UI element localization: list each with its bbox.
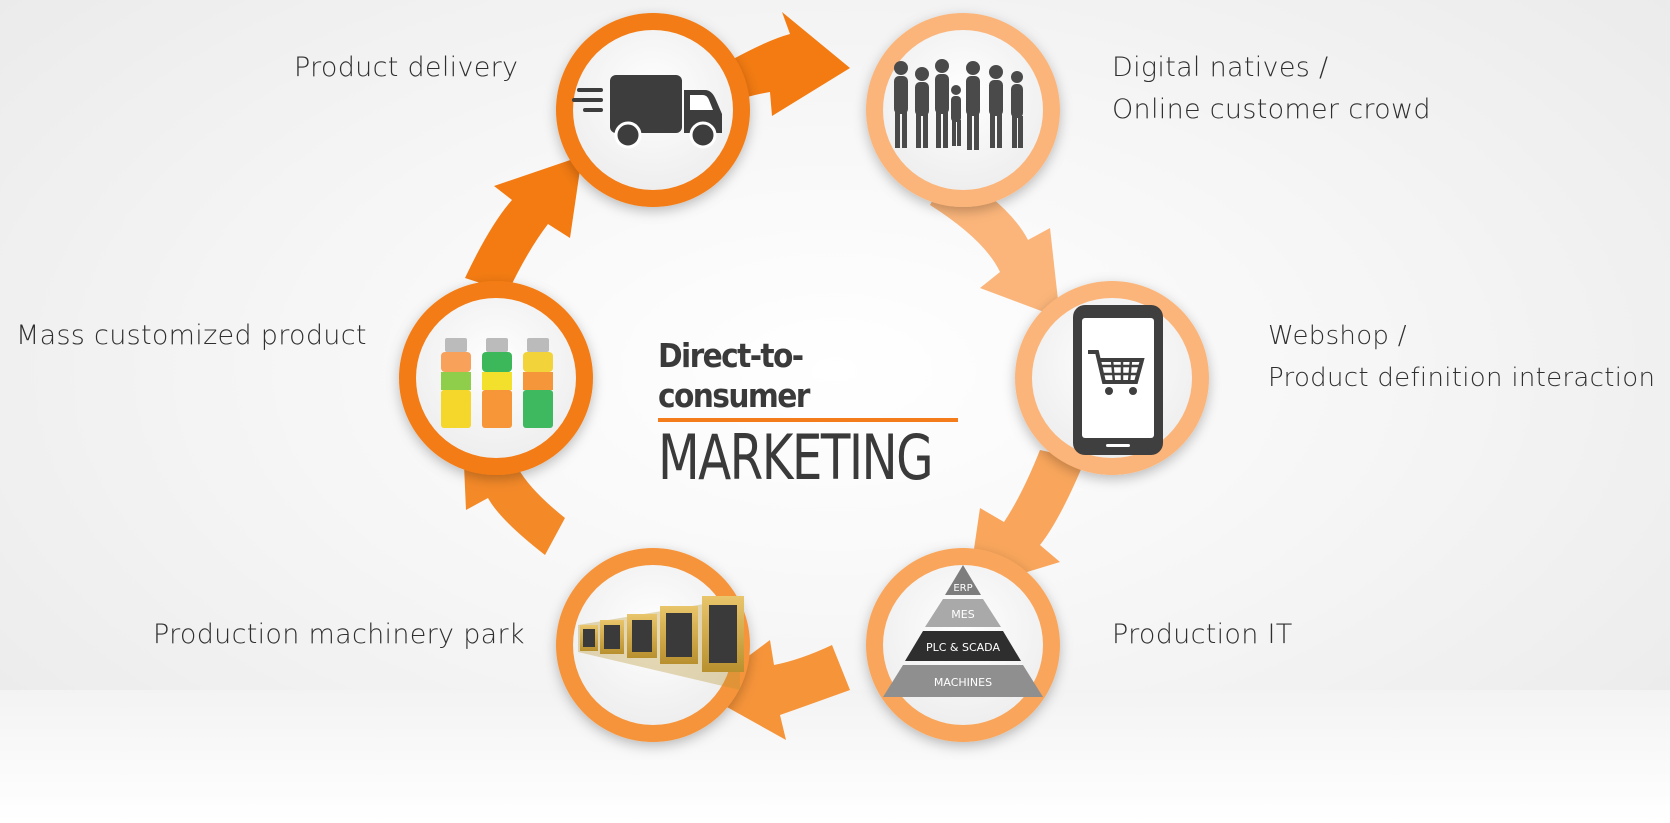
bottles-icon [441, 338, 553, 428]
pyramid-label-mes: MES [951, 608, 974, 621]
label-mass-customized-product: Mass customized product [16, 315, 367, 357]
label-line: Production machinery park [153, 619, 525, 650]
machinery-line-icon [578, 596, 744, 690]
pyramid-label-erp: ERP [953, 583, 972, 594]
pyramid-label-plc: PLC & SCADA [926, 641, 1000, 654]
bottle-3 [523, 338, 553, 428]
label-line: Digital natives / [1112, 52, 1329, 83]
label-line: Product delivery [294, 52, 519, 83]
floor-background [0, 690, 1670, 823]
truck-icon [572, 75, 722, 149]
center-title: Direct-to-consumer MARKETING [658, 336, 958, 490]
label-production-it: Production IT [1112, 614, 1293, 656]
label-line: Webshop / [1268, 321, 1407, 351]
center-title-divider [658, 418, 958, 422]
label-production-machinery: Production machinery park [153, 614, 525, 656]
label-line: Product definition interaction [1268, 363, 1656, 393]
shopping-cart-phone-icon [1073, 305, 1163, 455]
label-webshop: Webshop / Product definition interaction [1268, 315, 1655, 399]
pyramid-level-erp [945, 565, 981, 595]
arrow-mass-to-delivery [465, 156, 582, 292]
center-title-top: Direct-to-consumer [658, 336, 810, 415]
label-line: Online customer crowd [1112, 94, 1431, 125]
pyramid-level-mes [925, 599, 1001, 627]
center-title-bottom: MARKETING [658, 421, 934, 494]
pyramid-level-plc [905, 631, 1021, 661]
label-line: Production IT [1112, 619, 1293, 650]
label-product-delivery: Product delivery [294, 47, 518, 89]
label-line: Mass customized product [16, 320, 367, 351]
pyramid-level-machines [883, 665, 1043, 697]
pyramid-label-machines: MACHINES [934, 676, 992, 689]
automation-pyramid-icon: ERP MES PLC & SCADA MACHINES [883, 565, 1043, 697]
label-digital-natives: Digital natives / Online customer crowd [1112, 47, 1431, 131]
people-with-phones-icon [894, 59, 1023, 150]
bottle-2 [482, 338, 512, 428]
bottle-1 [441, 338, 471, 428]
